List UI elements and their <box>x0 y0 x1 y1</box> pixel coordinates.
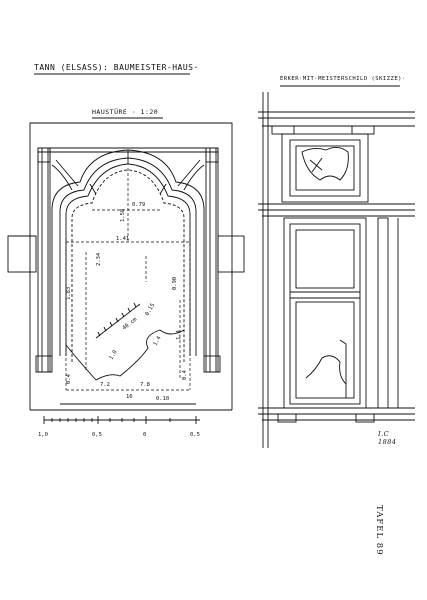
dim-label: 1.41 <box>116 236 129 242</box>
scale-label: 0,5 <box>190 432 200 438</box>
signature-year: 1884 <box>378 438 397 446</box>
signature: I.C 1884 <box>378 430 397 446</box>
break-line <box>65 329 185 381</box>
scale-labels: 1,0 0,5 0 0,5 <box>38 432 200 438</box>
dim-label: 1.83 <box>66 287 72 300</box>
scale-label: 0 <box>143 432 146 438</box>
scale-bar <box>43 416 200 424</box>
dim-label: 40 cm <box>122 316 139 331</box>
signature-initials: I.C <box>378 430 390 438</box>
scale-label: 1,0 <box>38 432 48 438</box>
dim-label: 0.90 <box>172 277 178 290</box>
diagonal-scale <box>95 302 141 339</box>
dim-label: 1.4 <box>153 335 164 347</box>
oriel-title: ERKER·MIT·MEISTERSCHILD (SKIZZE)· <box>280 76 406 82</box>
scale-label: 0,5 <box>92 432 102 438</box>
dim-label: 0.4 <box>66 373 72 384</box>
dim-label: 0.15 <box>145 303 157 317</box>
door-elevation <box>7 122 245 411</box>
master-shield <box>301 147 349 181</box>
dim-label: 0.79 <box>132 202 145 208</box>
dim-label: 16 <box>126 394 133 400</box>
dim-label: 1.4 <box>176 329 182 340</box>
dim-label: 7.8 <box>140 382 150 388</box>
dim-label: 0.10 <box>156 396 169 402</box>
door-subtitle: HAUSTÜRE · 1:20 <box>92 108 159 116</box>
dim-label: 0.4 <box>182 369 188 380</box>
oriel-elevation <box>258 92 415 448</box>
dimension-labels: 1.58 0.79 1.41 2.34 1.83 0.90 1.4 40 cm … <box>66 202 188 402</box>
dim-label: 1.0 <box>109 349 119 361</box>
dim-label: 7.2 <box>100 382 110 388</box>
plate-number: TAFEL 89 <box>374 505 384 556</box>
dim-label: 2.34 <box>96 252 102 266</box>
dimension-lines <box>65 168 191 391</box>
main-title: TANN (ELSASS): BAUMEISTER-HAUS· <box>34 63 199 72</box>
dim-label: 1.58 <box>120 209 126 222</box>
